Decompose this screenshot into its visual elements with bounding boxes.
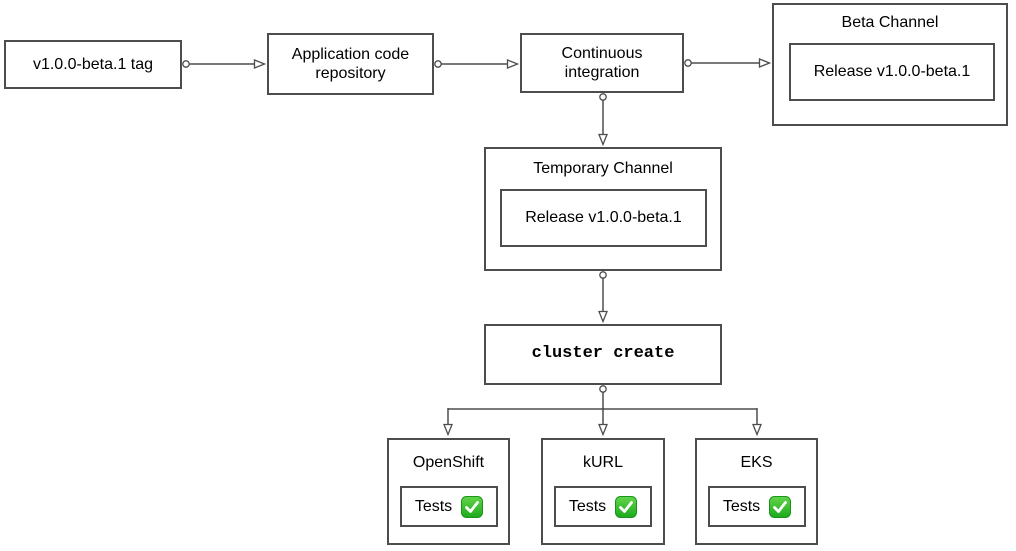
node-cluster-create: cluster create (484, 324, 722, 385)
temporary-release-label: Release v1.0.0-beta.1 (525, 209, 682, 227)
node-kurl: kURL Tests (541, 438, 665, 545)
openshift-tests-label: Tests (414, 497, 453, 515)
check-mark-button-icon (461, 495, 484, 518)
node-application-code-repository: Application code repository (267, 33, 434, 95)
node-openshift: OpenShift Tests (387, 438, 510, 545)
beta-channel-title: Beta Channel (841, 14, 939, 31)
node-openshift-tests: Tests (400, 486, 498, 527)
kurl-title: kURL (582, 454, 623, 471)
repository-label: Application code repository (291, 45, 410, 82)
eks-title: EKS (740, 454, 773, 471)
kurl-tests-label: Tests (568, 497, 607, 515)
node-version-tag: v1.0.0-beta.1 tag (4, 40, 182, 89)
node-beta-channel: Beta Channel Release v1.0.0-beta.1 (772, 3, 1008, 126)
beta-release-label: Release v1.0.0-beta.1 (813, 63, 971, 81)
node-beta-release: Release v1.0.0-beta.1 (789, 43, 995, 101)
node-temporary-channel: Temporary Channel Release v1.0.0-beta.1 (484, 147, 722, 271)
node-continuous-integration: Continuous integration (520, 33, 684, 93)
check-mark-button-icon (769, 495, 792, 518)
openshift-title: OpenShift (412, 454, 485, 471)
cluster-create-label: cluster create (531, 344, 675, 364)
temporary-channel-title: Temporary Channel (533, 160, 673, 177)
continuous-integration-label: Continuous integration (561, 44, 643, 81)
eks-tests-label: Tests (722, 497, 761, 515)
version-tag-label: v1.0.0-beta.1 tag (32, 55, 154, 73)
node-temporary-release: Release v1.0.0-beta.1 (500, 189, 707, 247)
node-eks: EKS Tests (695, 438, 818, 545)
node-eks-tests: Tests (708, 486, 806, 527)
node-kurl-tests: Tests (554, 486, 652, 527)
check-mark-button-icon (615, 495, 638, 518)
